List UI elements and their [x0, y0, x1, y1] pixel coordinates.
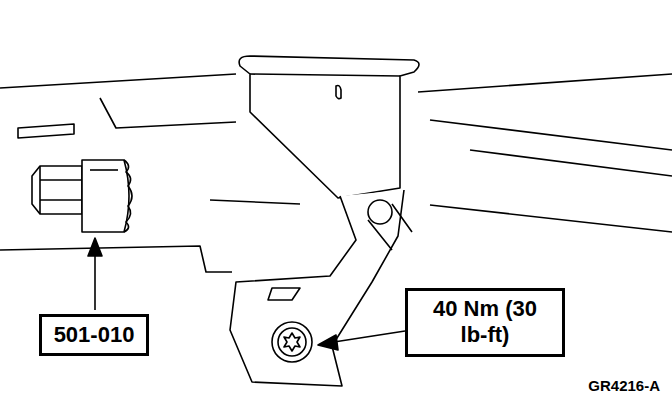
tool-splines	[124, 160, 132, 232]
leader-line	[94, 252, 96, 310]
hinge-upper-lip	[250, 74, 400, 76]
slot-outline	[18, 124, 74, 138]
leader-arrowhead	[88, 238, 102, 256]
leader-line	[334, 331, 405, 342]
callout-text: 501-010	[54, 322, 135, 348]
tool-hex-flats	[40, 166, 82, 214]
body-edge	[430, 120, 672, 150]
hinge-lower-fold	[268, 288, 300, 300]
tool-hex-bit	[32, 166, 82, 214]
body-edge	[210, 200, 300, 204]
hinge-upper	[239, 56, 419, 198]
figure-number: GR4216-A	[588, 377, 660, 394]
leader-arrowhead	[318, 335, 338, 350]
callout-box: 40 Nm (30 lb-ft)	[405, 288, 565, 357]
tool-socket	[82, 160, 129, 232]
body-edge	[0, 246, 232, 272]
pivot-arm	[368, 204, 412, 250]
bolt-head	[272, 322, 312, 362]
hinge-slot	[336, 86, 341, 99]
tool-socket-line	[90, 169, 118, 171]
hinge-lower	[230, 190, 404, 386]
body-edge	[430, 205, 672, 232]
bolt-washer	[278, 328, 306, 356]
torx-recess	[284, 333, 300, 351]
body-edge	[0, 74, 236, 88]
body-edge	[418, 74, 672, 92]
body-edge	[100, 98, 236, 128]
callout-text: 40 Nm (30 lb-ft)	[420, 296, 550, 349]
pivot-pin	[368, 200, 392, 224]
body-edge	[470, 150, 672, 176]
callout-box: 501-010	[39, 314, 150, 356]
